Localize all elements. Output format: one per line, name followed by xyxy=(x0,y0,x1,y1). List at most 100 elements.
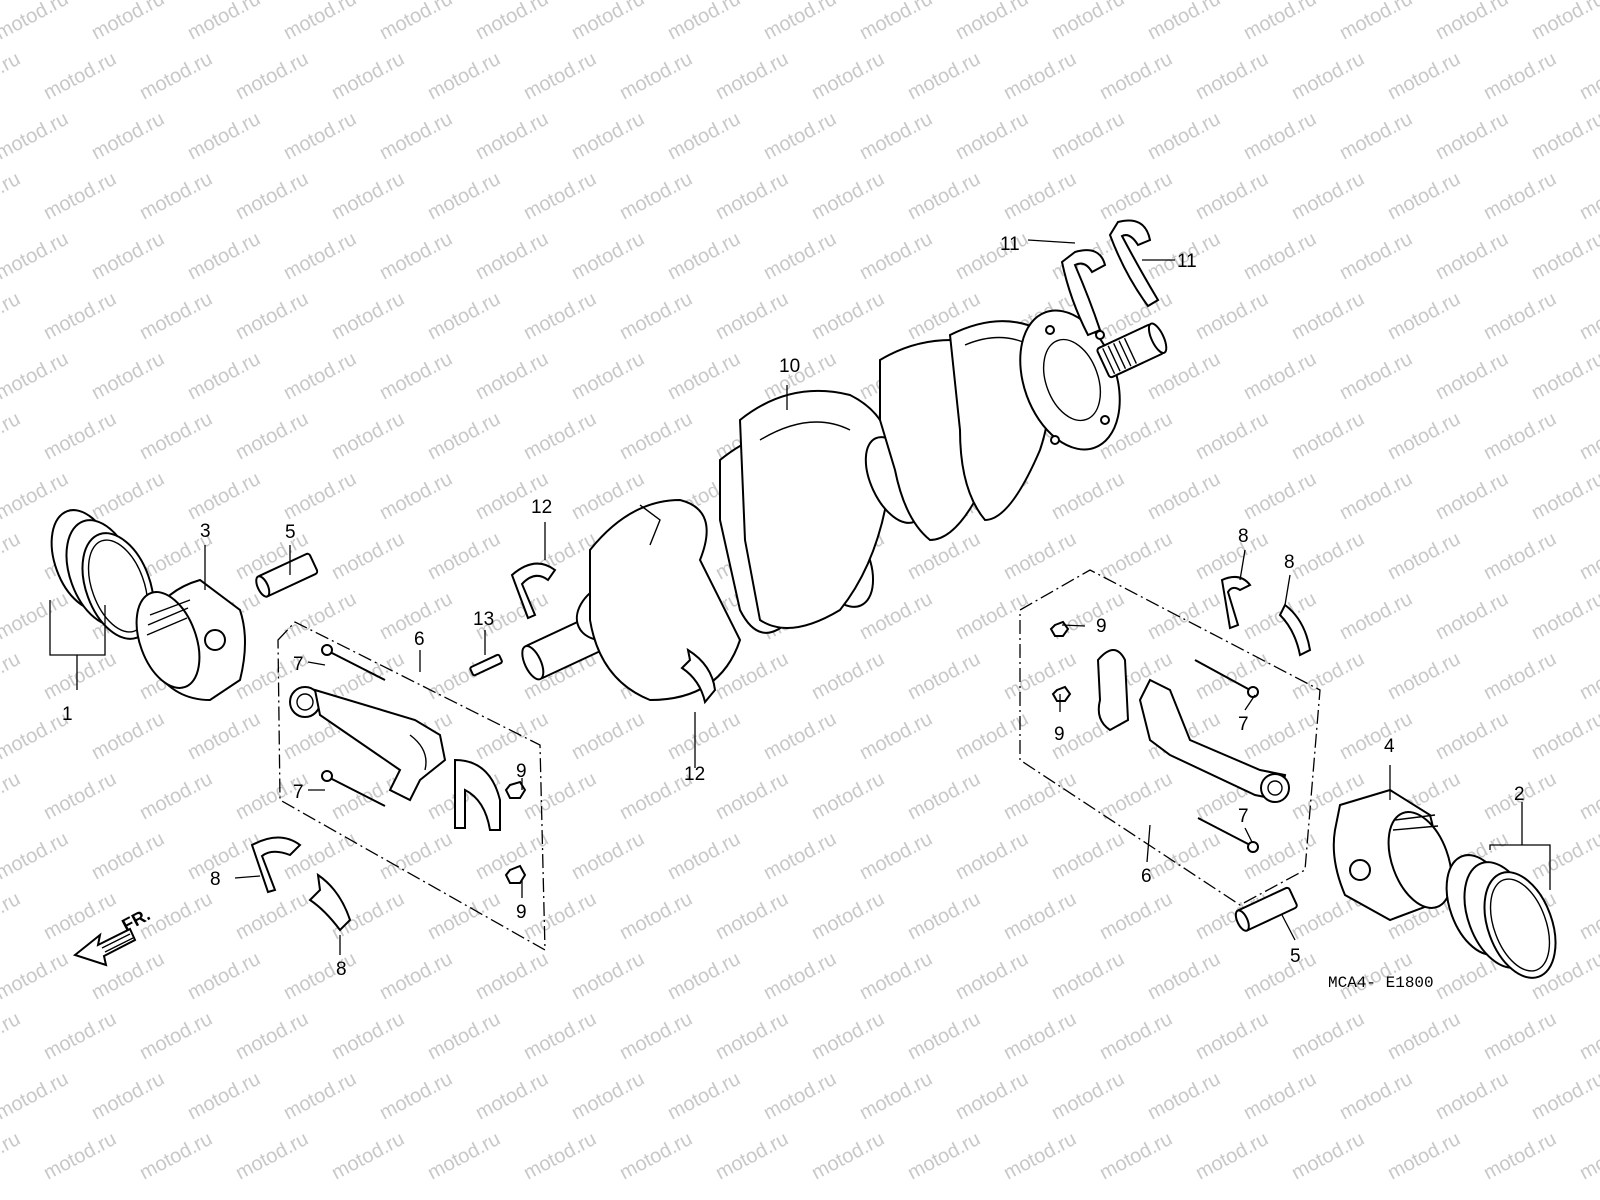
watermark-text: motod.ru xyxy=(1432,0,1512,44)
watermark-text: motod.ru xyxy=(424,888,504,944)
watermark-text: motod.ru xyxy=(1528,708,1600,764)
watermark-text: motod.ru xyxy=(280,1068,360,1124)
watermark-text: motod.ru xyxy=(520,768,600,824)
rod-cap-right xyxy=(1096,649,1130,732)
watermark-text: motod.ru xyxy=(0,948,72,1004)
watermark-text: motod.ru xyxy=(1048,1068,1128,1124)
watermark-text: motod.ru xyxy=(1144,828,1224,884)
callout-9: 9 xyxy=(1096,616,1107,637)
watermark-text: motod.ru xyxy=(808,48,888,104)
watermark-text: motod.ru xyxy=(856,108,936,164)
watermark-text: motod.ru xyxy=(952,828,1032,884)
watermark-text: motod.ru xyxy=(952,948,1032,1004)
watermark-text: motod.ru xyxy=(1384,1128,1464,1184)
watermark-text: motod.ru xyxy=(1480,408,1560,464)
watermark-text: motod.ru xyxy=(1576,1008,1600,1064)
watermark-text: motod.ru xyxy=(376,948,456,1004)
watermark-text: motod.ru xyxy=(1384,168,1464,224)
watermark-text: motod.ru xyxy=(136,1128,216,1184)
watermark-text: motod.ru xyxy=(760,1068,840,1124)
watermark-text: motod.ru xyxy=(856,828,936,884)
rod-cap-left xyxy=(454,758,501,831)
callout-9: 9 xyxy=(516,761,527,782)
watermark-text: motod.ru xyxy=(184,708,264,764)
callout-11: 11 xyxy=(1177,251,1197,272)
callout-11: 11 xyxy=(1000,234,1020,255)
watermark-text: motod.ru xyxy=(280,228,360,284)
watermark-text: motod.ru xyxy=(808,288,888,344)
watermark-text: motod.ru xyxy=(0,168,24,224)
watermark-text: motod.ru xyxy=(280,0,360,44)
watermark-text: motod.ru xyxy=(1432,708,1512,764)
watermark-text: motod.ru xyxy=(856,228,936,284)
watermark-text: motod.ru xyxy=(136,768,216,824)
watermark-text: motod.ru xyxy=(1096,768,1176,824)
watermark-text: motod.ru xyxy=(424,168,504,224)
watermark-text: motod.ru xyxy=(0,108,72,164)
watermark-text: motod.ru xyxy=(1384,288,1464,344)
watermark-text: motod.ru xyxy=(520,1128,600,1184)
watermark-text: motod.ru xyxy=(424,1008,504,1064)
watermark-text: motod.ru xyxy=(88,0,168,44)
watermark-text: motod.ru xyxy=(568,228,648,284)
watermark-text: motod.ru xyxy=(1528,828,1600,884)
watermark-text: motod.ru xyxy=(1336,708,1416,764)
watermark-text: motod.ru xyxy=(760,828,840,884)
watermark-text: motod.ru xyxy=(88,228,168,284)
watermark-text: motod.ru xyxy=(328,288,408,344)
watermark-text: motod.ru xyxy=(1144,948,1224,1004)
diagram-code: MCA4- E1800 xyxy=(1328,974,1434,992)
watermark-text: motod.ru xyxy=(424,1128,504,1184)
watermark-text: motod.ru xyxy=(1432,588,1512,644)
watermark-text: motod.ru xyxy=(1384,528,1464,584)
watermark-text: motod.ru xyxy=(520,1008,600,1064)
watermark-text: motod.ru xyxy=(184,348,264,404)
watermark-text: motod.ru xyxy=(0,528,24,584)
watermark-text: motod.ru xyxy=(712,288,792,344)
watermark-text: motod.ru xyxy=(0,588,72,644)
watermark-text: motod.ru xyxy=(712,1008,792,1064)
watermark-text: motod.ru xyxy=(1192,48,1272,104)
watermark-text: motod.ru xyxy=(280,348,360,404)
watermark-text: motod.ru xyxy=(472,948,552,1004)
watermark-text: motod.ru xyxy=(520,48,600,104)
watermark-text: motod.ru xyxy=(40,768,120,824)
watermark-text: motod.ru xyxy=(1288,648,1368,704)
watermark-text: motod.ru xyxy=(40,1008,120,1064)
watermark-text: motod.ru xyxy=(472,108,552,164)
callout-9: 9 xyxy=(516,902,527,923)
watermark-text: motod.ru xyxy=(1432,1068,1512,1124)
watermark-text: motod.ru xyxy=(1048,948,1128,1004)
watermark-text: motod.ru xyxy=(1432,348,1512,404)
watermark-text: motod.ru xyxy=(1384,1008,1464,1064)
watermark-text: motod.ru xyxy=(664,348,744,404)
watermark-text: motod.ru xyxy=(1480,168,1560,224)
watermark-text: motod.ru xyxy=(952,0,1032,44)
watermark-text: motod.ru xyxy=(1288,288,1368,344)
rod-nuts-left xyxy=(504,780,527,884)
watermark-text: motod.ru xyxy=(712,168,792,224)
watermark-text: motod.ru xyxy=(1336,0,1416,44)
watermark-text: motod.ru xyxy=(0,1128,24,1184)
watermark-text: motod.ru xyxy=(1096,1128,1176,1184)
watermark-text: motod.ru xyxy=(376,828,456,884)
watermark-text: motod.ru xyxy=(1528,1068,1600,1124)
watermark-text: motod.ru xyxy=(136,408,216,464)
watermark-text: motod.ru xyxy=(1048,828,1128,884)
watermark-text: motod.ru xyxy=(664,0,744,44)
watermark-text: motod.ru xyxy=(760,108,840,164)
callout-12: 12 xyxy=(684,764,705,785)
watermark-text: motod.ru xyxy=(232,168,312,224)
callout-12: 12 xyxy=(531,497,552,518)
watermark-text: motod.ru xyxy=(376,228,456,284)
watermark-text: motod.ru xyxy=(1528,588,1600,644)
leader-lines xyxy=(49,239,1551,955)
watermark-text: motod.ru xyxy=(520,288,600,344)
watermark-text: motod.ru xyxy=(1192,1128,1272,1184)
watermark-text: motod.ru xyxy=(88,108,168,164)
watermark-text: motod.ru xyxy=(1000,168,1080,224)
watermark-text: motod.ru xyxy=(1048,108,1128,164)
watermark-text: motod.ru xyxy=(1384,48,1464,104)
watermark-text: motod.ru xyxy=(1000,1128,1080,1184)
watermark-text: motod.ru xyxy=(712,888,792,944)
